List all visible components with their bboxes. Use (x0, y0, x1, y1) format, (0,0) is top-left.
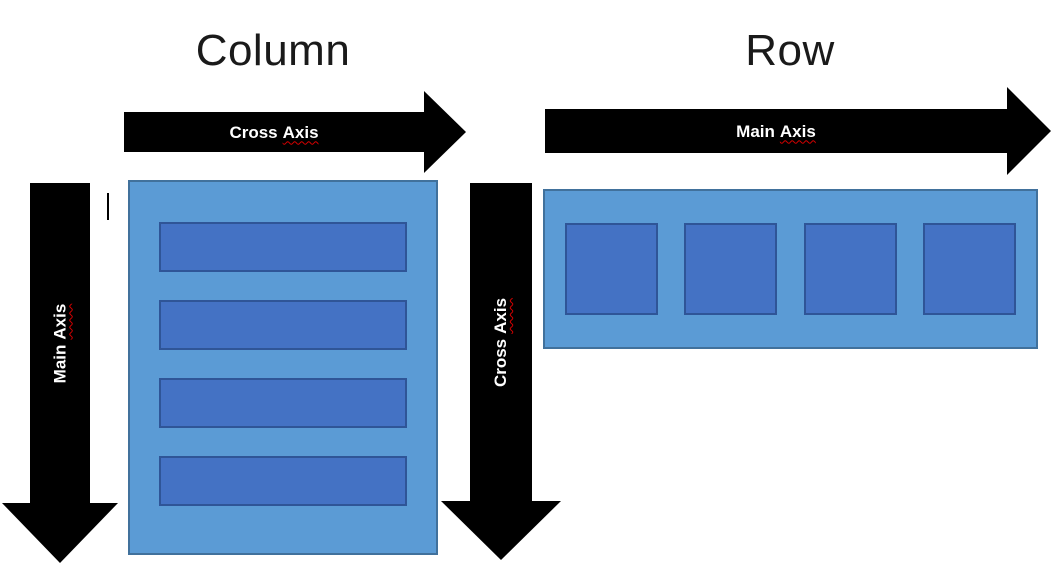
column-right-cross-axis-arrowhead-icon (441, 501, 561, 560)
row-main-axis-arrowhead-icon (1007, 87, 1051, 175)
column-flex-item-bar (159, 378, 407, 428)
row-flex-item-square (684, 223, 778, 315)
row-flex-item-square (803, 223, 897, 315)
column-flex-container (128, 180, 438, 555)
column-right-cross-axis-arrow-shaft: CrossAxis (470, 183, 532, 501)
column-cross-axis-arrowhead-icon (424, 91, 466, 173)
column-right-cross-axis-arrow-label: CrossAxis (491, 297, 511, 387)
column-main-axis-arrow-label: MainAxis (50, 303, 70, 383)
column-flex-item-bar (159, 222, 407, 272)
row-title: Row (745, 26, 835, 75)
row-flex-item-square (922, 223, 1016, 315)
stray-tick-mark (107, 193, 109, 220)
column-title: Column (195, 26, 351, 75)
column-main-axis-arrowhead-icon (2, 503, 118, 563)
row-flex-item-square (565, 223, 658, 315)
column-main-axis-arrow-shaft: MainAxis (30, 183, 90, 503)
row-flex-container (543, 189, 1038, 349)
column-flex-item-bar (159, 456, 407, 506)
column-flex-item-bar (159, 300, 407, 350)
